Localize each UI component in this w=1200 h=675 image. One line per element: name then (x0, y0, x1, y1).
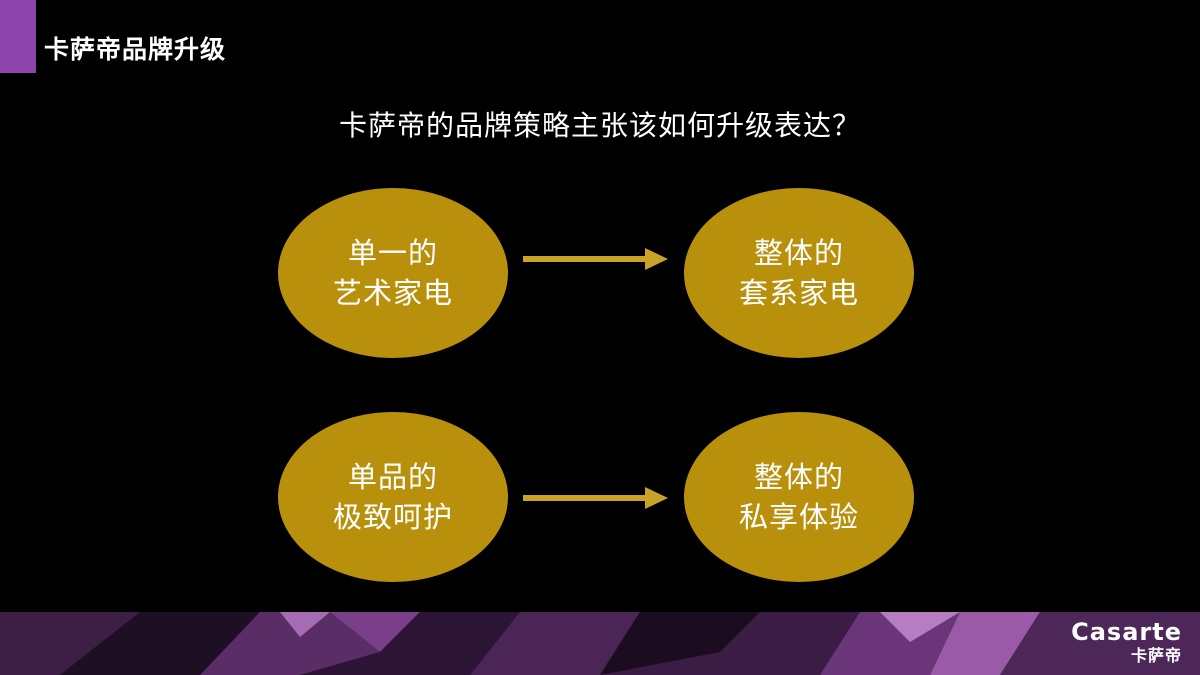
circle-whole-suite-appliance: 整体的 套系家电 (684, 188, 914, 358)
brand-name: Casarte (1071, 618, 1182, 646)
brand-name-cn: 卡萨帝 (1130, 646, 1182, 665)
circle-line2: 极致呵护 (332, 500, 453, 534)
arrow-right-icon (523, 487, 668, 509)
strategy-question: 卡萨帝的品牌策略主张该如何升级表达？ (338, 109, 861, 142)
circle-line1: 整体的 (753, 460, 844, 494)
decorative-footer-pattern (0, 612, 1200, 675)
circle-line2: 艺术家电 (332, 276, 453, 310)
circle-line2: 私享体验 (738, 500, 859, 534)
title-accent-bar (0, 0, 36, 73)
arrow-right-icon (523, 248, 668, 270)
brand-logo: Casarte 卡萨帝 (1071, 618, 1182, 666)
circle-line1: 单一的 (347, 236, 438, 270)
circle-line2: 套系家电 (738, 276, 859, 310)
circle-line1: 整体的 (753, 236, 844, 270)
circle-single-product-care: 单品的 极致呵护 (278, 412, 508, 582)
circle-line1: 单品的 (347, 460, 438, 494)
circle-single-art-appliance: 单一的 艺术家电 (278, 188, 508, 358)
circle-whole-private-experience: 整体的 私享体验 (684, 412, 914, 582)
slide-title: 卡萨帝品牌升级 (44, 35, 227, 64)
